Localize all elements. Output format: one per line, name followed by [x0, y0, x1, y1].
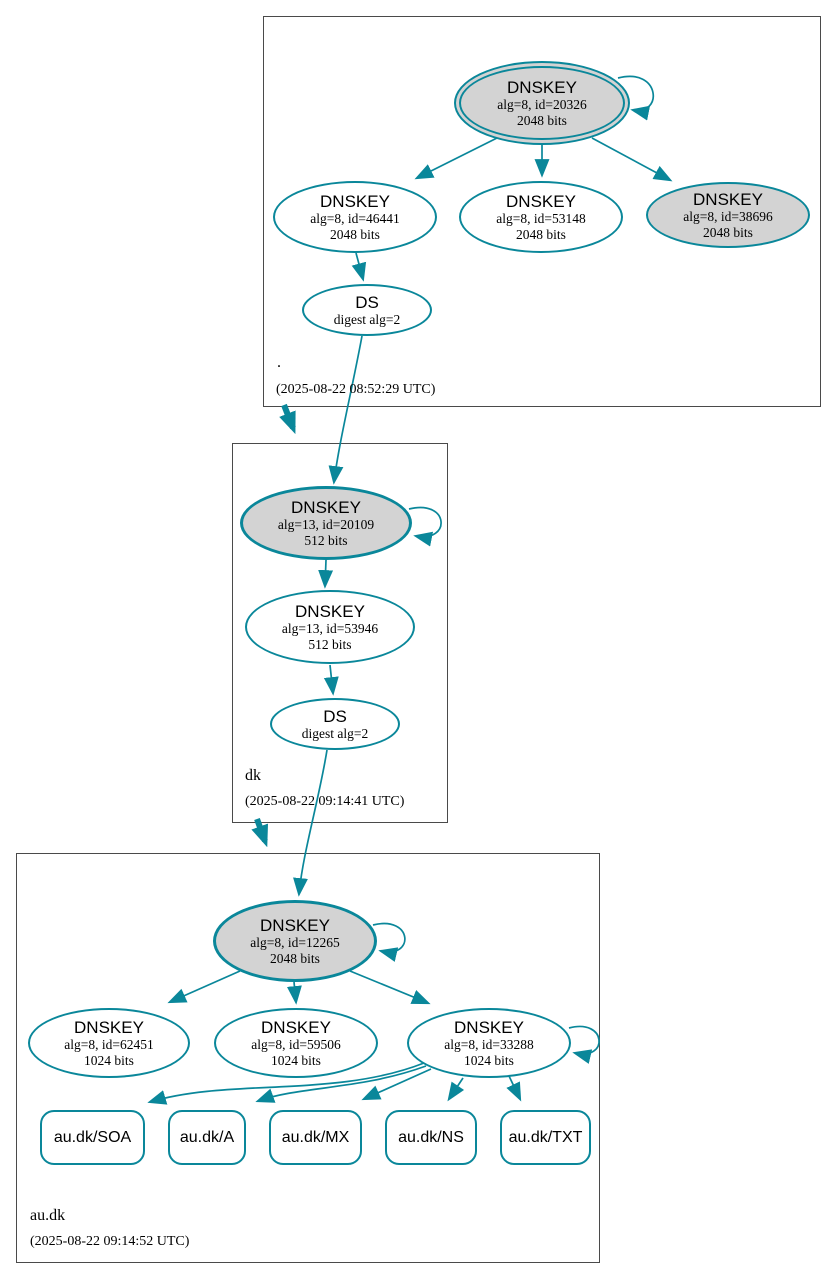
- node-dnskey-20326[interactable]: DNSKEY alg=8, id=20326 2048 bits: [454, 61, 630, 145]
- node-detail: digest alg=2: [333, 311, 401, 327]
- node-detail: alg=8, id=38696: [683, 208, 773, 224]
- node-bits: 2048 bits: [516, 226, 566, 242]
- node-title: DNSKEY: [291, 497, 361, 517]
- node-dnskey-59506[interactable]: DNSKEY alg=8, id=59506 1024 bits: [214, 1008, 378, 1078]
- node-title: DNSKEY: [693, 189, 763, 209]
- node-dnskey-62451[interactable]: DNSKEY alg=8, id=62451 1024 bits: [28, 1008, 190, 1078]
- selfloop-key20326: [617, 75, 655, 121]
- rrset-au-dk-mx[interactable]: au.dk/MX: [269, 1110, 362, 1165]
- zone-timestamp-au-dk: (2025-08-22 09:14:52 UTC): [30, 1234, 190, 1249]
- node-bits: 512 bits: [308, 636, 352, 652]
- node-detail: alg=8, id=46441: [310, 210, 400, 226]
- zone-label-dk: dk: [245, 767, 261, 784]
- node-detail: alg=13, id=20109: [277, 516, 375, 532]
- node-title: DNSKEY: [454, 1017, 524, 1037]
- node-dnskey-20109[interactable]: DNSKEY alg=13, id=20109 512 bits: [240, 486, 412, 560]
- rrset-label: au.dk/MX: [281, 1128, 350, 1146]
- node-title: DNSKEY: [295, 601, 365, 621]
- selfloop-key12265: [372, 922, 406, 962]
- zone-timestamp-root: (2025-08-22 08:52:29 UTC): [276, 382, 436, 397]
- node-title: DNSKEY: [260, 915, 330, 935]
- node-dnskey-38696[interactable]: DNSKEY alg=8, id=38696 2048 bits: [646, 182, 810, 248]
- node-detail: alg=8, id=62451: [64, 1036, 154, 1052]
- node-bits: 1024 bits: [464, 1052, 514, 1068]
- node-detail: alg=8, id=20326: [497, 96, 587, 112]
- edge-key12265-key62451: [167, 970, 241, 1004]
- edge-ds-root-key20109: [328, 335, 363, 485]
- zone-timestamp-dk: (2025-08-22 09:14:41 UTC): [245, 794, 405, 809]
- edge-ds-dk-key12265: [293, 749, 328, 897]
- node-bits: 2048 bits: [517, 112, 567, 128]
- zone-box-root: [263, 16, 821, 407]
- node-detail: alg=8, id=33288: [444, 1036, 534, 1052]
- node-detail: alg=8, id=12265: [250, 934, 340, 950]
- node-ds-root[interactable]: DS digest alg=2: [302, 284, 432, 336]
- node-bits: 2048 bits: [330, 226, 380, 242]
- rrset-label: au.dk/NS: [398, 1128, 464, 1146]
- zone-label-au-dk: au.dk: [30, 1207, 66, 1224]
- zone-label-root: .: [277, 354, 281, 371]
- edge-key33288-a: [255, 1065, 427, 1103]
- node-title: DNSKEY: [74, 1017, 144, 1037]
- node-ds-dk[interactable]: DS digest alg=2: [270, 698, 400, 750]
- delegation-arrow-root-dk: [279, 403, 296, 435]
- node-detail: digest alg=2: [301, 725, 369, 741]
- rrset-au-dk-a[interactable]: au.dk/A: [168, 1110, 246, 1165]
- edge-key20326-key46441: [414, 137, 498, 180]
- edge-key46441-ds-root: [351, 252, 367, 282]
- rrset-au-dk-txt[interactable]: au.dk/TXT: [500, 1110, 591, 1165]
- rrset-label: au.dk/TXT: [508, 1128, 583, 1146]
- node-dnskey-33288[interactable]: DNSKEY alg=8, id=33288 1024 bits: [407, 1008, 571, 1078]
- edge-key33288-mx: [361, 1068, 432, 1101]
- node-detail: alg=13, id=53946: [281, 620, 379, 636]
- edge-key53946-ds-dk: [323, 664, 339, 696]
- edge-key12265-key59506: [286, 981, 302, 1005]
- edge-key33288-ns: [447, 1077, 465, 1102]
- ksk-double-ring: [459, 66, 625, 140]
- zone-box-au-dk: [16, 853, 600, 1263]
- selfloop-key20109: [408, 506, 442, 547]
- rrset-label: au.dk/A: [179, 1128, 235, 1146]
- node-title: DNSKEY: [507, 77, 577, 97]
- rrset-au-dk-ns[interactable]: au.dk/NS: [385, 1110, 477, 1165]
- node-title: DS: [355, 292, 379, 312]
- node-title: DNSKEY: [261, 1017, 331, 1037]
- edge-key12265-key33288: [349, 970, 431, 1005]
- node-dnskey-12265[interactable]: DNSKEY alg=8, id=12265 2048 bits: [213, 900, 377, 982]
- edge-key20109-key53946: [318, 559, 334, 589]
- node-dnskey-46441[interactable]: DNSKEY alg=8, id=46441 2048 bits: [273, 181, 437, 253]
- node-dnskey-53148[interactable]: DNSKEY alg=8, id=53148 2048 bits: [459, 181, 623, 253]
- node-bits: 1024 bits: [271, 1052, 321, 1068]
- rrset-au-dk-soa[interactable]: au.dk/SOA: [40, 1110, 145, 1165]
- node-bits: 512 bits: [304, 532, 348, 548]
- node-title: DS: [323, 706, 347, 726]
- node-title: DNSKEY: [506, 191, 576, 211]
- edge-key20326-key38696: [591, 137, 673, 182]
- node-bits: 2048 bits: [270, 950, 320, 966]
- selfloop-key33288: [568, 1025, 600, 1064]
- edge-key33288-soa: [147, 1062, 425, 1105]
- node-dnskey-53946[interactable]: DNSKEY alg=13, id=53946 512 bits: [245, 590, 415, 664]
- rrset-label: au.dk/SOA: [53, 1128, 132, 1146]
- edge-key33288-txt: [506, 1075, 522, 1102]
- node-detail: alg=8, id=59506: [251, 1036, 341, 1052]
- node-bits: 2048 bits: [703, 224, 753, 240]
- node-title: DNSKEY: [320, 191, 390, 211]
- delegation-arrow-dk-au-dk: [251, 817, 269, 848]
- node-bits: 1024 bits: [84, 1052, 134, 1068]
- node-detail: alg=8, id=53148: [496, 210, 586, 226]
